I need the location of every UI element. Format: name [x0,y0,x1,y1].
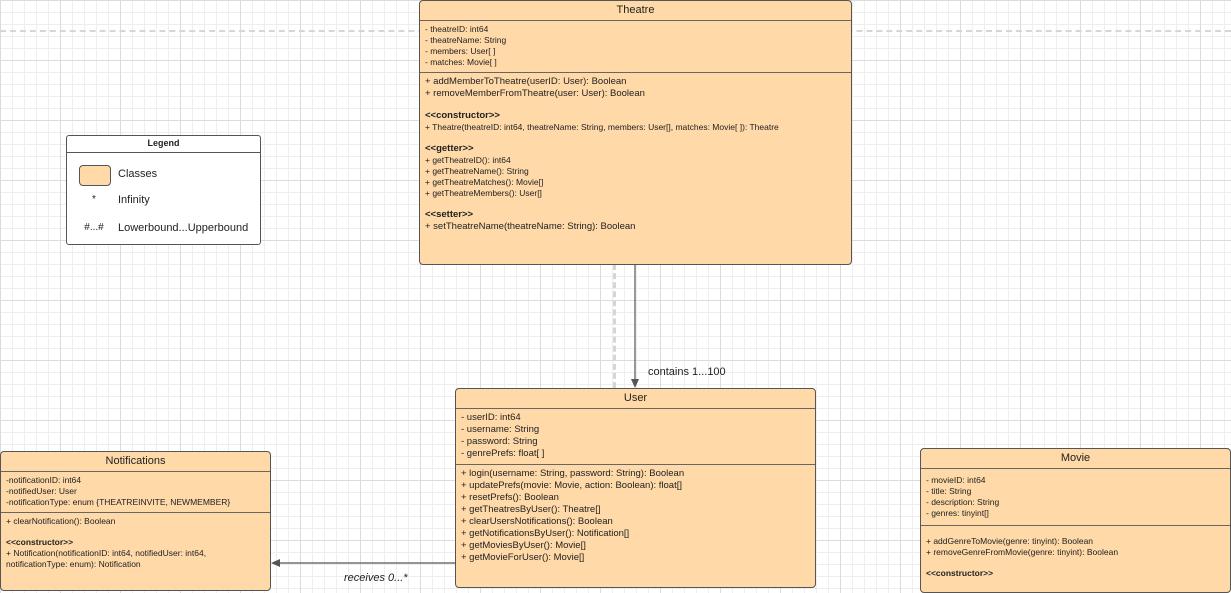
attribute: - password: String [461,436,538,447]
method: + addGenreToMovie(genre: tinyint): Boole… [926,536,1094,546]
methods-section: + addGenreToMovie(genre: tinyint): Boole… [921,526,1230,583]
legend-label: Infinity [118,194,150,206]
attribute: - username: String [461,424,540,435]
method: + setTheatreName(theatreName: String): B… [425,221,636,232]
attributes-section: - theatreID: int64 - theatreName: String… [420,21,851,73]
methods-section: + clearNotification(): Boolean <<constru… [1,513,270,574]
method: + getTheatreName(): String [425,166,529,176]
stereotype-label: <<constructor>> [425,110,500,121]
legend[interactable]: Legend Classes * Infinity #...# Lowerbou… [66,135,261,245]
stereotype-label: <<getter>> [425,143,474,154]
dashed-guide [613,264,616,388]
method: + removeGenreFromMovie(genre: tinyint): … [926,547,1119,557]
method: + getTheatresByUser(): Theatre[] [461,504,601,515]
stereotype-label: <<constructor>> [6,537,74,547]
class-title: Movie [921,449,1230,469]
method: + Theatre(theatreID: int64, theatreName:… [425,122,779,132]
legend-title: Legend [67,136,260,153]
method: + Notification(notificationID: int64, no… [6,548,207,558]
connectors [271,264,639,567]
legend-label: Lowerbound...Upperbound [118,222,249,234]
method: + updatePrefs(movie: Movie, action: Bool… [461,480,682,491]
class-movie[interactable]: Movie - movieID: int64 - title: String -… [920,448,1231,593]
method: + getTheatreMatches(): Movie[] [425,177,544,187]
attribute: - theatreName: String [425,35,507,45]
receives-connector[interactable] [271,559,455,567]
attribute: - theatreID: int64 [425,24,489,34]
method: + getNotificationsByUser(): Notification… [461,528,630,539]
method: + getMoviesByUser(): Movie[] [461,540,586,551]
attribute: -notificationType: enum {THEATREINVITE, … [6,497,231,507]
attribute: - members: User[ ] [425,46,496,56]
legend-label: Classes [118,168,158,180]
stereotype-label: <<setter>> [425,209,474,220]
class-theatre[interactable]: Theatre - theatreID: int64 - theatreName… [419,0,852,265]
stereotype-label: <<constructor>> [926,568,994,578]
attribute: - title: String [926,486,972,496]
class-title: Theatre [420,1,851,21]
attribute: - userID: int64 [461,412,521,423]
attributes-section: - userID: int64 - username: String - pas… [456,409,815,465]
class-title: User [456,389,815,409]
attribute: - genres: tinyint[] [926,508,989,518]
attribute: -notificationID: int64 [6,475,82,485]
attribute: -notifiedUser: User [6,486,77,496]
class-swatch [79,165,111,186]
method: + getTheatreID(): int64 [425,155,511,165]
method: + resetPrefs(): Boolean [461,492,559,503]
attribute: - movieID: int64 [926,475,986,485]
attributes-section: -notificationID: int64 -notifiedUser: Us… [1,472,270,513]
class-notifications[interactable]: Notifications -notificationID: int64 -no… [0,451,271,591]
method: + getMovieForUser(): Movie[] [461,552,585,563]
legend-symbol: * [92,194,96,205]
class-user[interactable]: User - userID: int64 - username: String … [455,388,816,588]
method: + clearUsersNotifications(): Boolean [461,516,613,527]
method: notificationType: enum): Notification [6,559,141,569]
attributes-section: - movieID: int64 - title: String - descr… [921,469,1230,526]
contains-connector[interactable] [631,264,639,388]
legend-symbol: #...# [84,222,104,233]
method: + getTheatreMembers(): User[] [425,188,542,198]
contains-label: contains 1...100 [648,366,726,378]
methods-section: + login(username: String, password: Stri… [456,465,815,568]
attribute: - genrePrefs: float[ ] [461,448,545,459]
class-title: Notifications [1,452,270,472]
attribute: - description: String [926,497,1000,507]
method: + clearNotification(): Boolean [6,516,116,526]
methods-section: + addMemberToTheatre(userID: User): Bool… [420,73,851,237]
method: + login(username: String, password: Stri… [461,468,685,479]
attribute: - matches: Movie[ ] [425,57,497,67]
method: + removeMemberFromTheatre(user: User): B… [425,88,645,99]
method: + addMemberToTheatre(userID: User): Bool… [425,76,627,87]
receives-label: receives 0...* [344,572,408,584]
